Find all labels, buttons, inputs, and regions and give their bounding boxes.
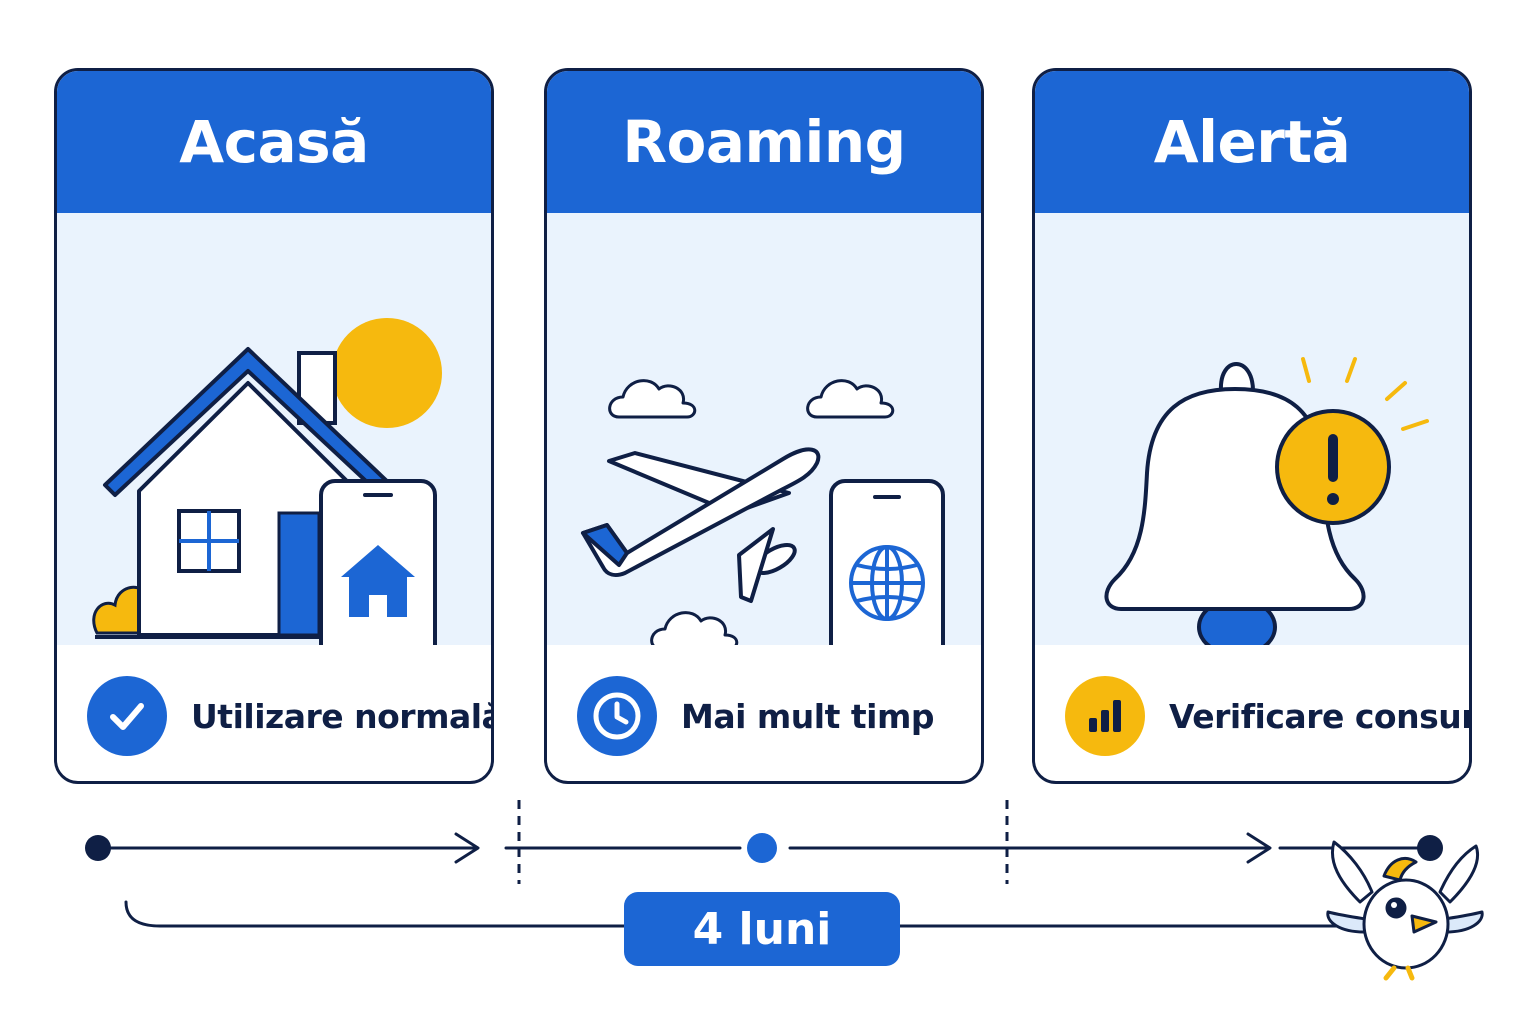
timeline — [85, 800, 1443, 928]
stage-title: Acasă — [57, 71, 491, 213]
home-app-icon — [341, 545, 415, 617]
stage-illustration — [57, 213, 491, 645]
house-icon — [95, 347, 393, 639]
stage-card-acasa: Acasă — [54, 68, 494, 784]
globe-icon — [849, 545, 925, 621]
stage-card-alerta: Alertă — [1032, 68, 1472, 784]
stage-status: Utilizare normală — [57, 645, 494, 781]
duration-bracket — [124, 900, 626, 928]
cloud-icon — [608, 379, 697, 419]
bar-chart-icon — [1065, 676, 1145, 756]
timeline-mid-dot — [747, 833, 777, 863]
sun-icon — [332, 318, 442, 428]
warning-icon — [1275, 357, 1429, 525]
timeline-start-dot — [85, 835, 111, 861]
stage-title: Roaming — [547, 71, 981, 213]
airplane-icon — [581, 447, 821, 603]
status-label: Verificare consum — [1169, 696, 1472, 736]
smartphone-icon — [319, 479, 437, 645]
status-label: Utilizare normală — [191, 696, 494, 736]
arrow-head-icon — [454, 832, 480, 864]
smartphone-icon — [829, 479, 945, 645]
arrow-head-icon — [1246, 832, 1272, 864]
cloud-icon — [806, 379, 895, 419]
status-label: Mai mult timp — [681, 696, 934, 736]
duration-label: 4 luni — [624, 892, 900, 966]
bird-mascot-icon — [1326, 840, 1484, 981]
timeline-end-dot — [1417, 835, 1443, 861]
clock-icon — [577, 676, 657, 756]
cloud-icon — [650, 611, 739, 645]
stage-status: Mai mult timp — [547, 645, 981, 781]
stage-status: Verificare consum — [1035, 645, 1472, 781]
stage-card-roaming: Roaming — [544, 68, 984, 784]
stage-illustration — [547, 213, 981, 645]
stage-title: Alertă — [1035, 71, 1469, 213]
stage-illustration — [1035, 213, 1469, 645]
check-icon — [87, 676, 167, 756]
